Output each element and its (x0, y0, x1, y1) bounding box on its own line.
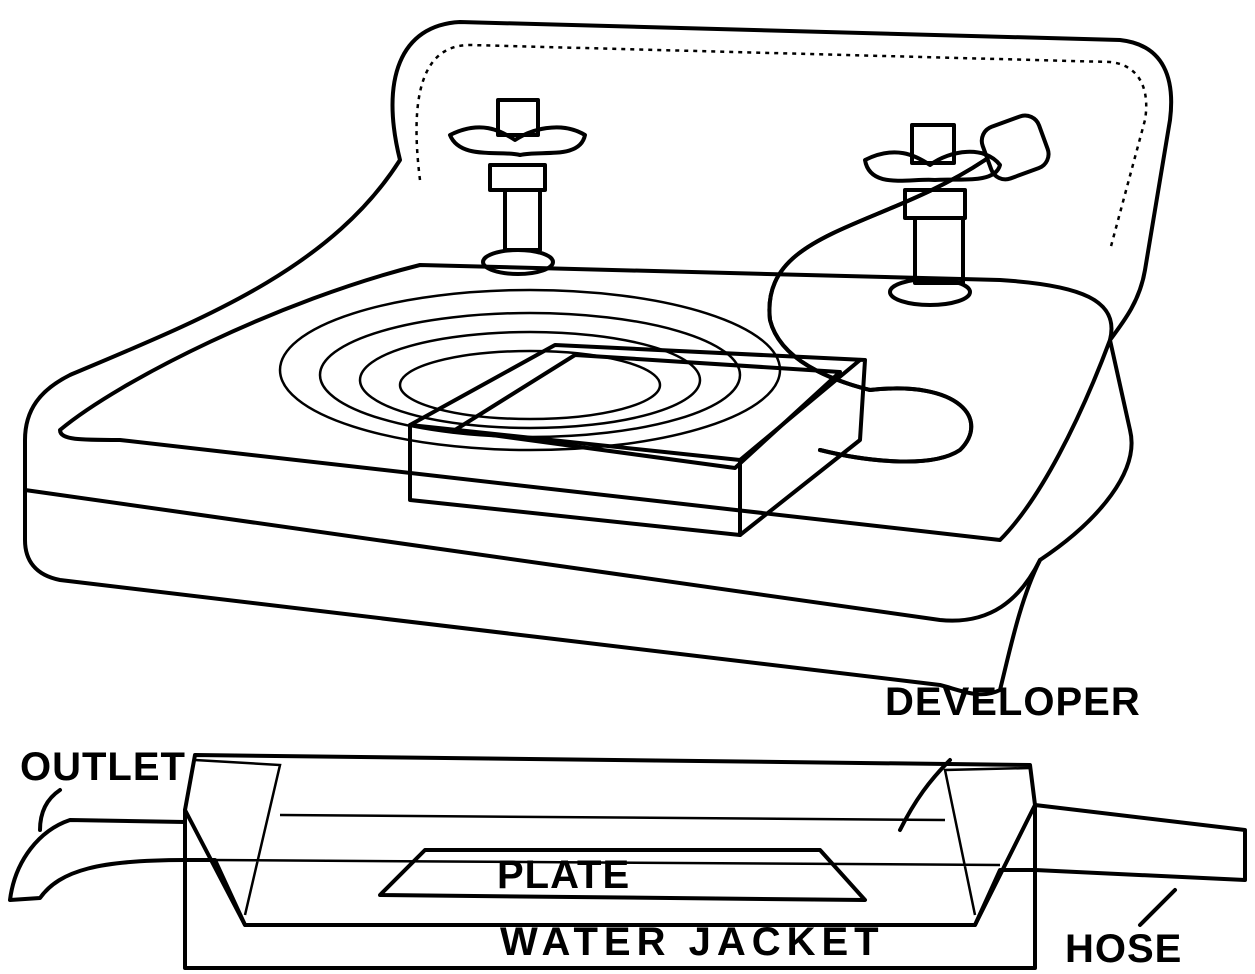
plate (378, 848, 867, 902)
label-hose: HOSE (1065, 927, 1182, 971)
basin-lines (318, 311, 742, 439)
hose (767, 158, 987, 464)
backsplash-inner (415, 43, 1148, 251)
sink-outline (23, 20, 1174, 697)
label-outlet: OUTLET (20, 745, 186, 789)
left-faucet (448, 98, 587, 276)
outlet-pipe (8, 818, 187, 902)
tray-wall (183, 753, 1037, 927)
label-plate: PLATE (497, 853, 630, 897)
sink-front (23, 488, 1042, 623)
basin-rim (58, 263, 1114, 542)
sink (23, 20, 1174, 697)
developing-tray (408, 343, 867, 537)
cross-section: DEVELOPER OUTLET PLATE WATER JACKET HOSE (8, 680, 1247, 971)
label-water-jacket: WATER JACKET (500, 920, 885, 964)
label-developer: DEVELOPER (885, 680, 1141, 724)
